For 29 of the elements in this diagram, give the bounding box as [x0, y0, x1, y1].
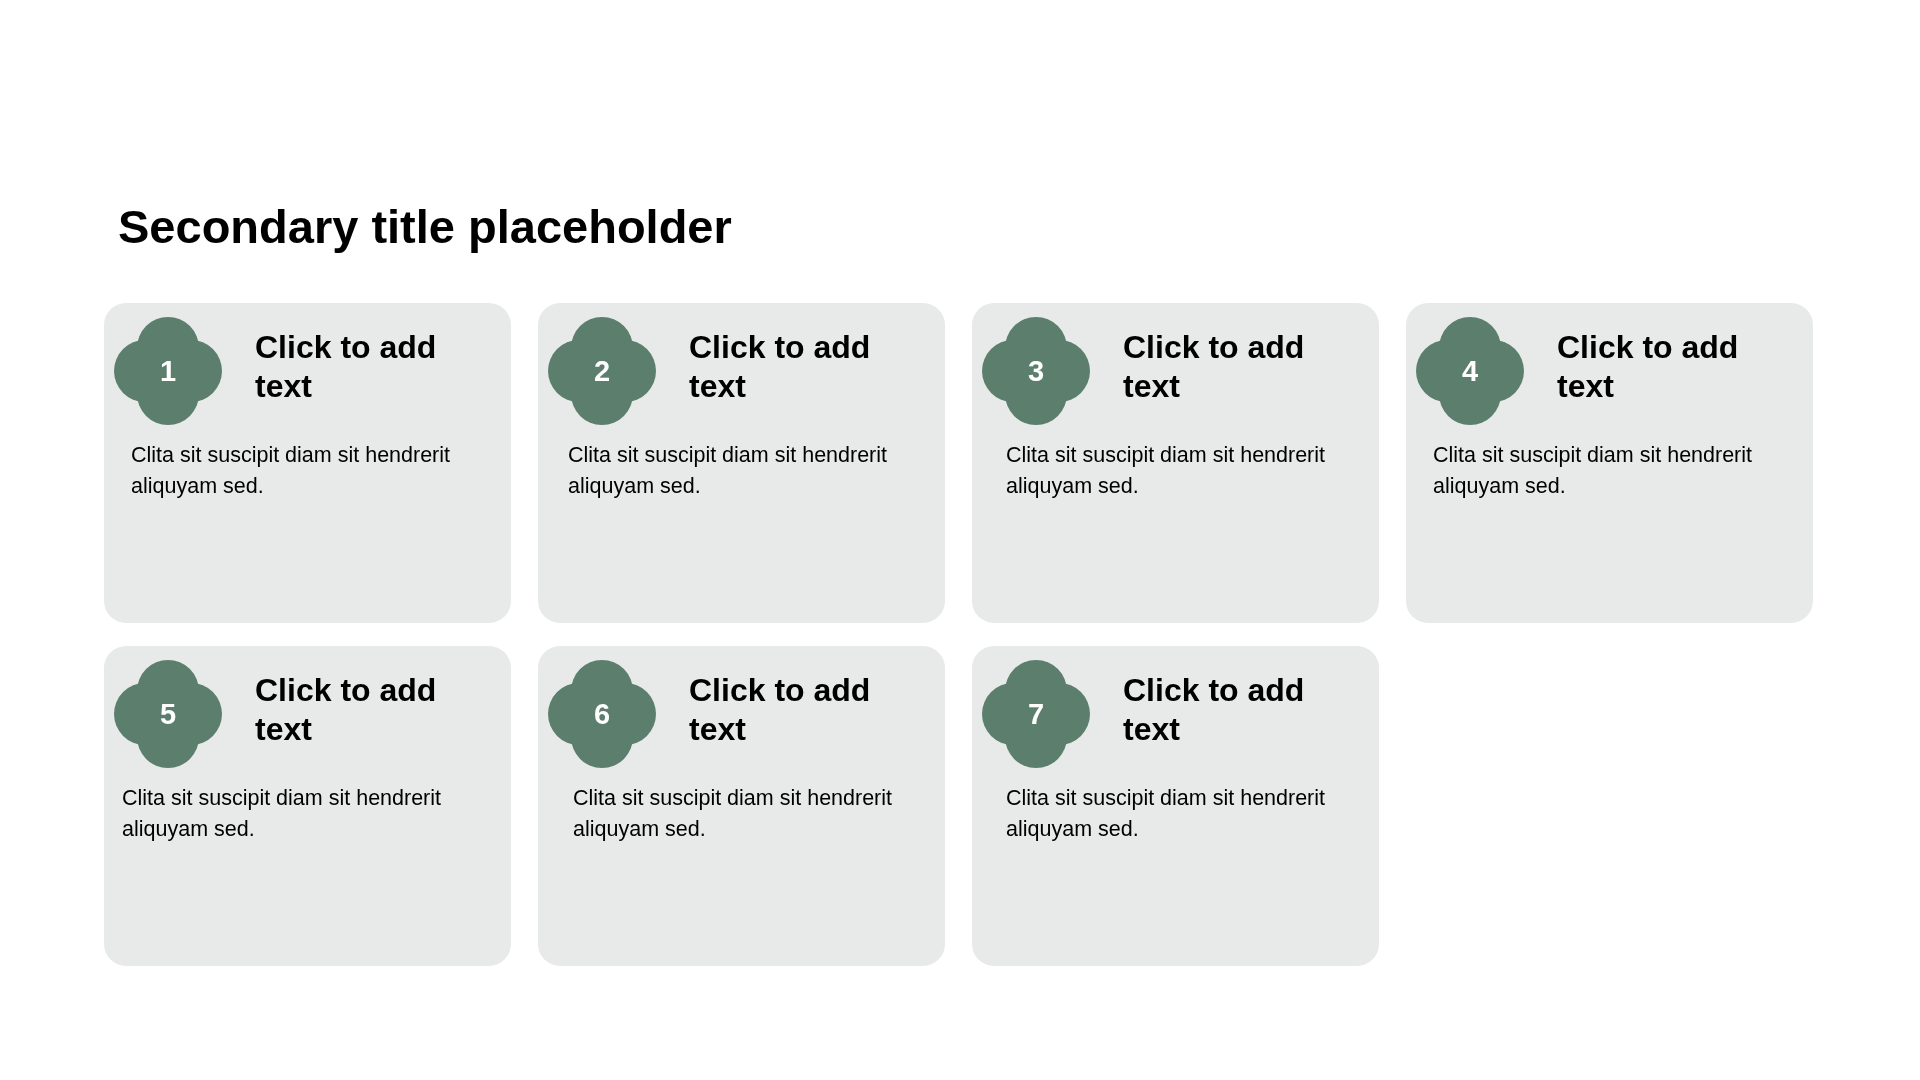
card-text: Clita sit suscipit diam sit hendrerit aliquyam sed. — [1006, 442, 1327, 500]
card — [104, 646, 511, 966]
card-text: Clita sit suscipit diam sit hendrerit aliquyam sed. — [568, 442, 889, 500]
step-number: 5 — [159, 698, 177, 730]
card-text: Clita sit suscipit diam sit hendrerit aliquyam sed. — [573, 785, 894, 843]
step-number: 7 — [1027, 698, 1045, 730]
step-number: 2 — [593, 355, 611, 387]
card — [104, 303, 511, 623]
card — [538, 303, 945, 623]
card — [972, 303, 1379, 623]
card-heading: Click to add text — [1123, 671, 1306, 749]
step-number: 4 — [1461, 355, 1479, 387]
step-number: 3 — [1027, 355, 1045, 387]
step-number: 1 — [159, 355, 177, 387]
card-heading: Click to add text — [255, 671, 438, 749]
card — [538, 646, 945, 966]
card-heading: Click to add text — [1123, 328, 1306, 406]
step-number: 6 — [593, 698, 611, 730]
card-text: Clita sit suscipit diam sit hendrerit aliquyam sed. — [131, 442, 452, 500]
card-text: Clita sit suscipit diam sit hendrerit aliquyam sed. — [1006, 785, 1327, 843]
card-heading: Click to add text — [255, 328, 438, 406]
card — [972, 646, 1379, 966]
card — [1406, 303, 1813, 623]
card-heading: Click to add text — [689, 671, 872, 749]
card-heading: Click to add text — [689, 328, 872, 406]
card-text: Clita sit suscipit diam sit hendrerit aliquyam sed. — [122, 785, 443, 843]
card-heading: Click to add text — [1557, 328, 1740, 406]
card-text: Clita sit suscipit diam sit hendrerit aliquyam sed. — [1433, 442, 1754, 500]
slide-title: Secondary title placeholder — [118, 199, 732, 255]
